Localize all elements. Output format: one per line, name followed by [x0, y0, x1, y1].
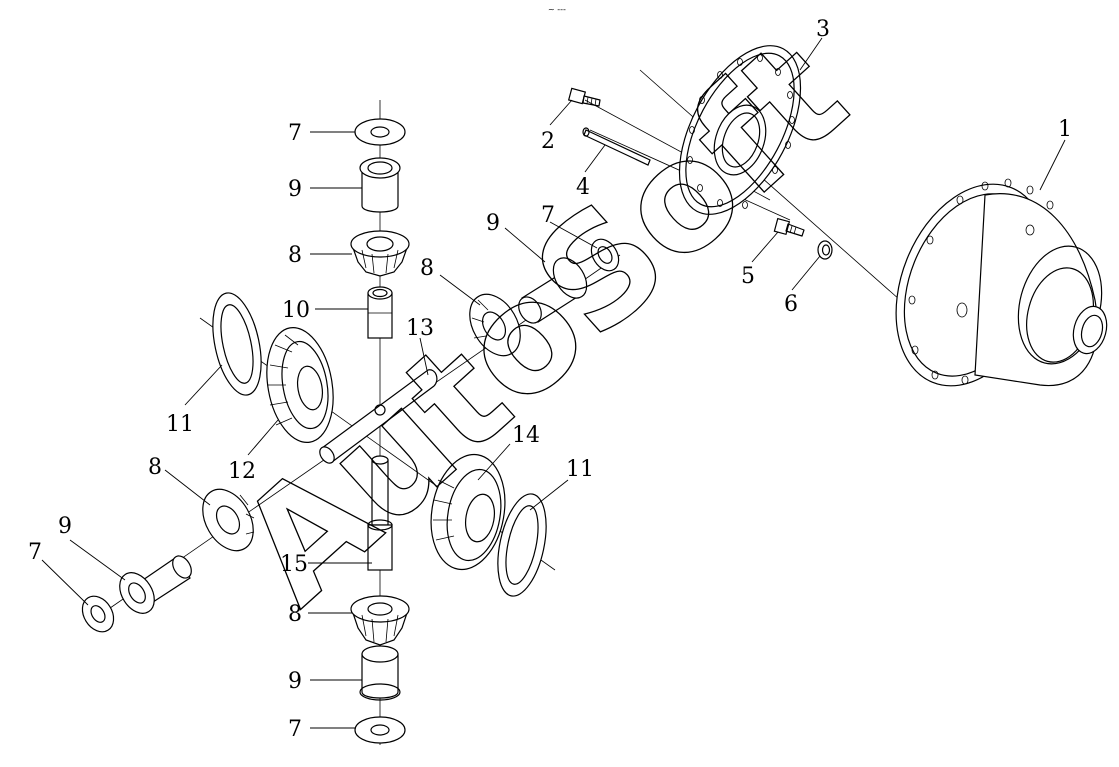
callout-3: 3 — [816, 17, 830, 42]
callout-13: 13 — [406, 316, 434, 341]
callout-9-upper: 9 — [288, 177, 302, 202]
upper-thrust-washer — [354, 118, 406, 146]
pin-part-4 — [582, 127, 651, 166]
callout-11-right: 11 — [566, 457, 594, 482]
bolt-part-5 — [773, 217, 805, 237]
callout-11-left: 11 — [166, 412, 194, 437]
callout-9-left: 9 — [58, 514, 72, 539]
right-thrust-washer — [590, 238, 620, 272]
left-bushing — [119, 555, 192, 614]
callout-1: 1 — [1058, 117, 1072, 142]
washer-part-6 — [817, 240, 833, 260]
callout-6: 6 — [784, 292, 798, 317]
callout-8-right: 8 — [420, 256, 434, 281]
left-thrust-washer — [81, 595, 115, 633]
callout-4: 4 — [576, 175, 590, 200]
callout-7-right: 7 — [541, 203, 555, 228]
callout-labels: 1 2 3 4 5 6 7 9 8 10 9 7 8 13 11 12 14 1… — [28, 17, 1072, 742]
differential-housing — [895, 178, 1108, 387]
callout-8-lower: 8 — [288, 602, 302, 627]
thrust-washer-left — [212, 292, 262, 396]
lower-bushing — [359, 645, 401, 701]
callout-7-upper: 7 — [288, 121, 302, 146]
cover-plate — [678, 45, 802, 215]
upper-bushing — [359, 157, 401, 213]
callout-9-lower: 9 — [288, 669, 302, 694]
callout-8-left: 8 — [148, 455, 162, 480]
callout-12: 12 — [228, 459, 256, 484]
left-pinion-gear — [202, 488, 255, 552]
callout-10: 10 — [282, 298, 310, 323]
right-pinion-gear — [469, 293, 521, 357]
callout-7-lower: 7 — [288, 717, 302, 742]
leader-lines — [41, 37, 1066, 729]
lower-pinion-gear — [350, 595, 410, 646]
right-bushing — [518, 257, 588, 324]
callout-2: 2 — [541, 129, 555, 154]
top-mark: ~ --- — [548, 5, 566, 14]
upper-pinion-gear — [350, 230, 410, 277]
callout-5: 5 — [741, 264, 755, 289]
callout-8-upper: 8 — [288, 243, 302, 268]
side-gear-part-12 — [266, 327, 334, 443]
callout-7-left: 7 — [28, 540, 42, 565]
cross-shaft-part-13 — [319, 369, 438, 464]
bolt-part-2 — [567, 87, 601, 107]
callout-14: 14 — [512, 423, 540, 448]
shaft-part-15 — [367, 455, 393, 571]
thrust-washer-right — [497, 493, 547, 597]
callout-9-right: 9 — [486, 211, 500, 236]
shaft-part-10 — [367, 286, 393, 339]
side-gear-part-14 — [430, 453, 506, 571]
lower-thrust-washer — [354, 716, 406, 744]
callout-15: 15 — [280, 552, 308, 577]
